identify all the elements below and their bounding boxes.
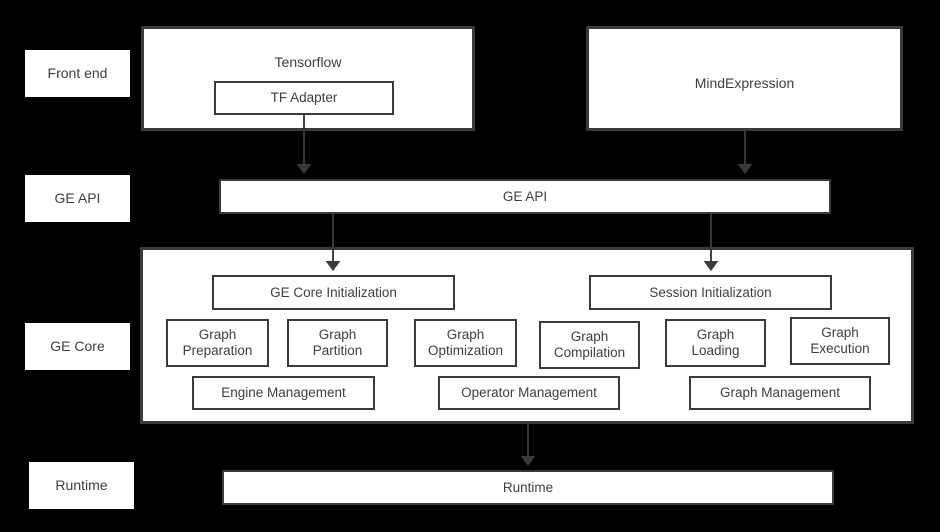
stage-label-ge-api: GE API <box>25 175 130 222</box>
graph-loading-node[interactable]: Graph Loading <box>665 319 766 367</box>
mindexpression-panel: MindExpression <box>586 26 903 131</box>
graph-partition-label: Graph Partition <box>312 327 363 358</box>
graph-optimization-node[interactable]: Graph Optimization <box>414 319 517 367</box>
mindexpression-panel-title: MindExpression <box>694 75 795 91</box>
tf-adapter-label: TF Adapter <box>270 90 338 106</box>
graph-optimization-label: Graph Optimization <box>427 327 504 358</box>
stage-label-front-end: Front end <box>25 50 130 97</box>
graph-partition-node[interactable]: Graph Partition <box>287 319 388 367</box>
operator-management-label: Operator Management <box>461 385 597 401</box>
tensorflow-panel-title: Tensorflow <box>274 54 342 70</box>
session-initialization-label: Session Initialization <box>649 284 772 300</box>
engine-management-node[interactable]: Engine Management <box>192 376 375 410</box>
ge-api-bar[interactable]: GE API <box>219 179 831 214</box>
engine-management-label: Engine Management <box>221 385 346 401</box>
graph-compilation-node[interactable]: Graph Compilation <box>539 321 640 369</box>
stage-label-runtime-text: Runtime <box>55 477 108 494</box>
ge-core-initialization-label: GE Core Initialization <box>270 284 397 300</box>
ge-api-bar-label: GE API <box>502 188 548 204</box>
tensorflow-panel: Tensorflow <box>141 26 475 131</box>
graph-compilation-label: Graph Compilation <box>553 329 626 360</box>
session-initialization-node[interactable]: Session Initialization <box>589 275 832 310</box>
graph-preparation-node[interactable]: Graph Preparation <box>166 319 269 367</box>
runtime-bar-label: Runtime <box>502 479 554 495</box>
graph-management-label: Graph Management <box>719 385 841 401</box>
graph-execution-label: Graph Execution <box>810 325 870 356</box>
ge-core-initialization-node[interactable]: GE Core Initialization <box>212 275 455 310</box>
stage-label-ge-api-text: GE API <box>54 190 101 207</box>
graph-loading-label: Graph Loading <box>691 327 740 358</box>
graph-preparation-label: Graph Preparation <box>182 327 253 358</box>
stage-label-runtime: Runtime <box>29 462 134 509</box>
stage-label-front-end-text: Front end <box>47 65 108 82</box>
runtime-bar[interactable]: Runtime <box>222 470 834 505</box>
tf-adapter-node[interactable]: TF Adapter <box>214 81 394 115</box>
graph-execution-node[interactable]: Graph Execution <box>790 317 890 365</box>
stage-label-ge-core-text: GE Core <box>50 338 105 355</box>
stage-label-ge-core: GE Core <box>25 323 130 370</box>
graph-management-node[interactable]: Graph Management <box>689 376 871 410</box>
operator-management-node[interactable]: Operator Management <box>438 376 620 410</box>
